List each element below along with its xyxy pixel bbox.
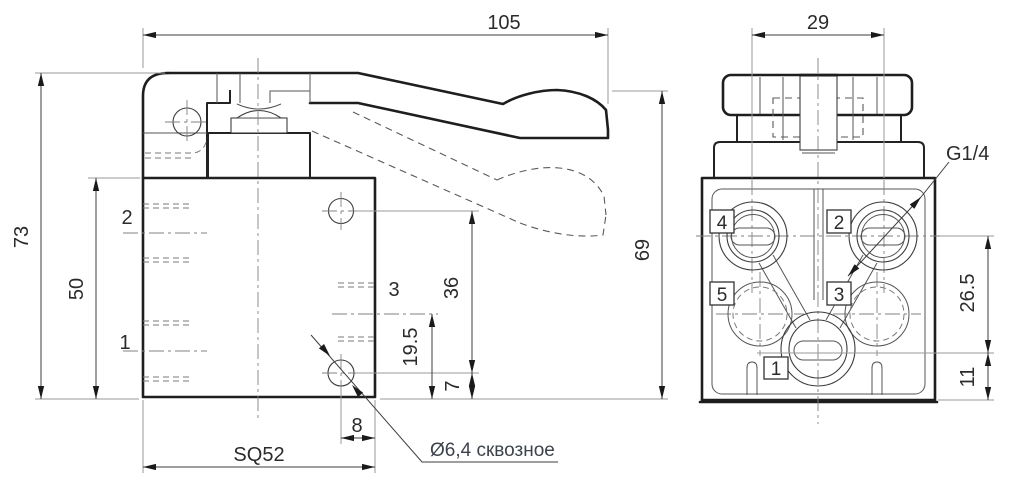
front-port1-label: 1 bbox=[771, 359, 782, 380]
front-port2-label: 2 bbox=[834, 213, 845, 234]
svg-text:105: 105 bbox=[487, 12, 520, 34]
channel-arms bbox=[758, 189, 878, 329]
lever-pressed-hidden bbox=[311, 111, 607, 237]
lever-hub-tongue bbox=[799, 75, 838, 151]
svg-text:11: 11 bbox=[957, 367, 979, 388]
svg-text:8: 8 bbox=[351, 415, 362, 437]
svg-text:69: 69 bbox=[632, 239, 654, 261]
dim-hole-to-base: 7 bbox=[442, 372, 476, 400]
front-view: 4 2 5 3 1 G1/4 29 26.5 11 bbox=[696, 12, 994, 424]
dim-overall-height: 73 bbox=[11, 72, 165, 400]
svg-text:7: 7 bbox=[442, 380, 464, 391]
lever-side bbox=[166, 71, 610, 140]
front-port4-label: 4 bbox=[717, 213, 728, 234]
dim-hole-spacing: 36 bbox=[356, 210, 479, 374]
dim-ports-to-port1: 26.5 bbox=[757, 235, 994, 401]
svg-text:SQ52: SQ52 bbox=[233, 444, 284, 466]
side-port1-label: 1 bbox=[119, 332, 130, 354]
front-port5-label: 5 bbox=[717, 285, 728, 306]
port-label-squares: 4 2 5 3 1 bbox=[709, 209, 852, 380]
dim-square: SQ52 bbox=[142, 400, 376, 473]
mounting-hole-bottom bbox=[322, 354, 360, 392]
port4 bbox=[718, 201, 788, 271]
dim-port3-center-height: 19.5 bbox=[400, 313, 436, 400]
front-port3-label: 3 bbox=[834, 285, 845, 306]
dim-body-height: 50 bbox=[66, 177, 140, 400]
port3 bbox=[844, 281, 910, 347]
dim-hole-to-edge: 8 bbox=[340, 388, 376, 473]
valve-body-front bbox=[700, 176, 937, 402]
svg-text:19.5: 19.5 bbox=[400, 328, 422, 367]
cap-inner-edges bbox=[759, 77, 878, 140]
mounting-hole-top bbox=[322, 192, 360, 230]
thread-note: G1/4 bbox=[946, 143, 989, 165]
bottom-slots bbox=[746, 361, 883, 395]
through-hole-note: Ø6,4 сквозное bbox=[430, 440, 555, 461]
svg-text:73: 73 bbox=[11, 226, 33, 248]
dim-overall-width: 105 bbox=[142, 12, 609, 104]
plunger-dome bbox=[236, 109, 282, 119]
dim-lever-tip-height: 69 bbox=[380, 90, 668, 400]
port1 bbox=[780, 311, 856, 387]
dim-port1-to-base: 11 bbox=[957, 352, 992, 401]
through-hole-callout: Ø6,4 сквозное bbox=[310, 334, 558, 463]
side-view: 2 1 3 105 73 50 69 bbox=[11, 12, 668, 473]
svg-text:29: 29 bbox=[807, 12, 829, 34]
svg-text:50: 50 bbox=[66, 278, 88, 300]
side-port2-label: 2 bbox=[121, 207, 132, 229]
side-port-threads bbox=[143, 203, 374, 382]
svg-text:26.5: 26.5 bbox=[957, 274, 979, 313]
valve-cap-side bbox=[207, 103, 311, 179]
dim-cap-width: 29 bbox=[751, 12, 885, 178]
pivot-hole-centerlines bbox=[165, 100, 209, 144]
port5 bbox=[727, 281, 793, 347]
thread-callout: G1/4 bbox=[847, 143, 989, 277]
side-port3-label: 3 bbox=[388, 279, 399, 301]
svg-text:36: 36 bbox=[441, 277, 463, 299]
